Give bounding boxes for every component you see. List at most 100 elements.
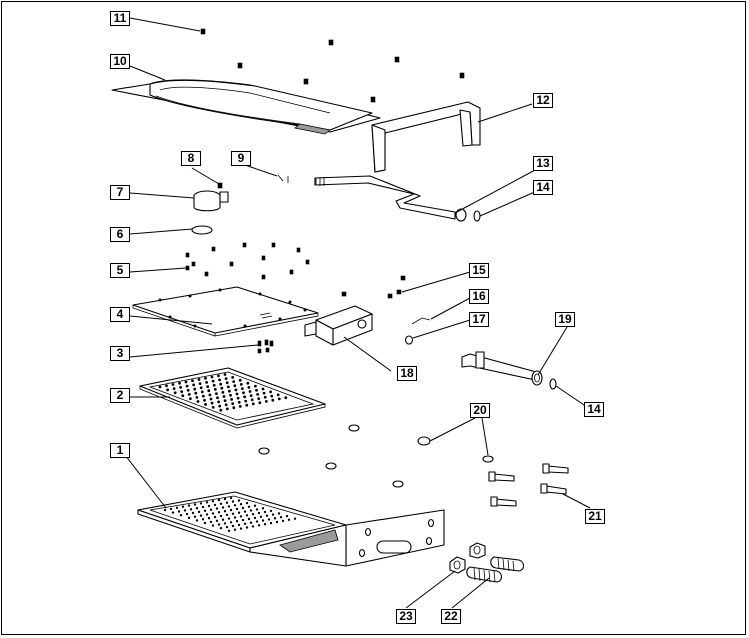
hole [197, 510, 201, 514]
thread-ring [478, 568, 481, 582]
hole [231, 512, 235, 515]
hole [225, 407, 229, 411]
hole [169, 507, 173, 511]
hole [218, 378, 222, 382]
hole [259, 515, 263, 518]
hole [209, 520, 213, 524]
part-22-threaded-fittings [466, 556, 525, 583]
part-7-valve-body [193, 190, 229, 212]
hole [158, 385, 162, 389]
hole [217, 498, 221, 502]
hole [234, 388, 238, 392]
callout-1: 1 [110, 443, 130, 458]
hole [224, 403, 228, 407]
hole [211, 379, 215, 383]
part-15-nuts [341, 275, 406, 299]
hole [212, 383, 216, 387]
hole [215, 507, 219, 510]
hole [171, 511, 175, 514]
hole [273, 517, 277, 520]
hole [221, 506, 225, 509]
hole [192, 383, 196, 387]
hole [189, 508, 193, 511]
hole [201, 518, 205, 521]
hole [247, 385, 251, 389]
callout-15: 15 [469, 263, 489, 278]
thread-ring [497, 557, 500, 570]
hole [269, 521, 273, 525]
hole [261, 507, 265, 510]
hole [221, 390, 225, 394]
hole [232, 406, 236, 410]
hole [233, 504, 237, 507]
hole [236, 396, 240, 400]
hole [185, 512, 189, 516]
hole [200, 390, 204, 394]
hole [179, 385, 183, 389]
callout-14-lower: 14 [584, 402, 604, 417]
hole [248, 390, 252, 393]
hole [257, 397, 261, 401]
thread-ring [512, 560, 515, 572]
hole [225, 513, 229, 517]
hole [175, 506, 179, 509]
hole [196, 400, 200, 403]
hole [207, 504, 211, 508]
callout-22: 22 [441, 609, 461, 624]
hole [179, 513, 183, 517]
hole [239, 503, 243, 506]
part-3-bolts [257, 339, 274, 354]
hole [281, 519, 285, 523]
hole [251, 402, 255, 406]
hole [242, 391, 245, 395]
part-17-ring [404, 335, 414, 345]
hole [186, 388, 190, 392]
hole [243, 395, 247, 399]
hole [206, 385, 210, 389]
hole [263, 522, 267, 526]
hole [233, 384, 237, 388]
hole [257, 511, 261, 515]
hole [249, 394, 253, 398]
callout-6: 6 [110, 227, 130, 242]
hole [193, 503, 197, 506]
hole [277, 512, 281, 515]
hole [255, 520, 259, 523]
part-10-top-cover [111, 79, 381, 135]
hole [184, 380, 188, 384]
hole [195, 395, 199, 399]
hole [210, 401, 214, 405]
hole [231, 524, 235, 528]
part-2-burner-grid [139, 367, 326, 429]
hole [253, 504, 257, 507]
hole [187, 392, 191, 396]
hole [199, 514, 203, 517]
hole [255, 388, 258, 392]
callout-13: 13 [533, 156, 553, 171]
hole [214, 392, 218, 396]
hole [223, 522, 227, 525]
part-1-base-tray [137, 491, 445, 567]
hole [245, 403, 249, 407]
callout-21: 21 [585, 509, 605, 524]
hole [203, 521, 207, 525]
hole [240, 387, 244, 391]
hole [271, 513, 275, 516]
hole [251, 525, 255, 528]
hole [183, 509, 187, 512]
hole [270, 394, 274, 398]
hole [227, 529, 231, 532]
hole [217, 511, 221, 514]
hole [203, 398, 206, 402]
hole [284, 396, 288, 400]
hole [237, 523, 241, 527]
hole [269, 509, 273, 513]
hole [262, 391, 266, 395]
hole [195, 519, 199, 522]
hole [238, 378, 242, 382]
hole [253, 384, 257, 388]
hole [204, 402, 208, 406]
hole [209, 397, 213, 401]
hole [217, 374, 220, 378]
hole [261, 519, 265, 522]
